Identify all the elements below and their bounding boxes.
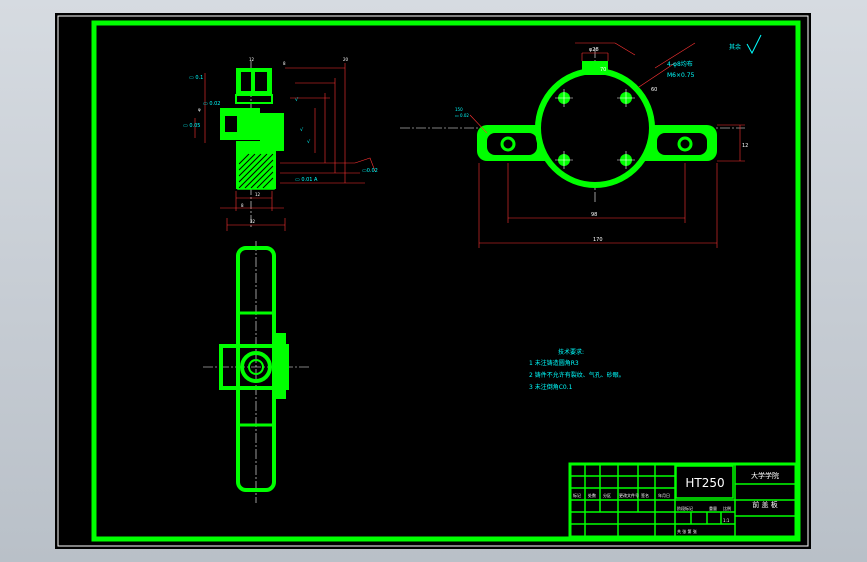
top-hole-crosses bbox=[555, 89, 635, 169]
svg-text:签名: 签名 bbox=[641, 492, 649, 498]
svg-text:1:1: 1:1 bbox=[723, 518, 730, 523]
svg-text:更改文件号: 更改文件号 bbox=[619, 492, 639, 498]
side-hub-bore bbox=[248, 359, 264, 375]
svg-text:12: 12 bbox=[742, 143, 748, 149]
svg-text:32: 32 bbox=[250, 219, 256, 224]
svg-text:70: 70 bbox=[600, 67, 606, 73]
tech-req-line-1: 1 未注铸造圆角R3 bbox=[529, 359, 579, 367]
top-base-slot-right bbox=[657, 133, 707, 155]
roughness-symbol: 其余 bbox=[729, 34, 762, 55]
svg-text:▭ 0.05: ▭ 0.05 bbox=[183, 123, 200, 129]
svg-text:其余: 其余 bbox=[729, 43, 741, 51]
svg-text:年月日: 年月日 bbox=[658, 492, 670, 498]
svg-text:φ: φ bbox=[198, 107, 201, 112]
svg-text:60: 60 bbox=[651, 87, 657, 93]
svg-text:12: 12 bbox=[249, 57, 255, 62]
top-bolt-right bbox=[677, 136, 693, 152]
svg-text:▭ 0.01 A: ▭ 0.01 A bbox=[295, 177, 318, 183]
top-view[interactable]: φ28 98 170 12 70 60 4-φ8均布 M6×0.75 150 ▭… bbox=[400, 42, 748, 248]
svg-text:▭ 0.02: ▭ 0.02 bbox=[203, 101, 220, 107]
svg-text:170: 170 bbox=[593, 237, 603, 243]
svg-text:√: √ bbox=[295, 97, 299, 103]
side-hub-ring bbox=[240, 351, 272, 383]
svg-text:处数: 处数 bbox=[588, 492, 596, 498]
svg-text:φ28: φ28 bbox=[589, 47, 599, 53]
technical-requirements: 技术要求: 1 未注铸造圆角R3 2 铸件不允许有裂纹、气孔、砂眼。 3 未注倒… bbox=[529, 348, 625, 391]
svg-text:重量: 重量 bbox=[709, 505, 717, 511]
section-top-cavity bbox=[241, 72, 251, 91]
svg-text:分区: 分区 bbox=[603, 492, 611, 498]
svg-text:共 张 第 张: 共 张 第 张 bbox=[677, 528, 697, 534]
svg-text:标记: 标记 bbox=[573, 492, 581, 498]
side-hub bbox=[219, 344, 289, 390]
material-label: HT250 bbox=[685, 476, 724, 490]
top-hole-notes: 4-φ8均布 M6×0.75 150 ▭ 0.02 bbox=[455, 60, 695, 118]
top-dimensions bbox=[469, 42, 745, 248]
svg-text:20: 20 bbox=[343, 57, 349, 62]
svg-text:98: 98 bbox=[591, 212, 597, 218]
svg-text:阶段标记: 阶段标记 bbox=[677, 505, 693, 511]
title-block-row-labels: 标记 处数 分区 更改文件号 签名 年月日 阶段标记 重量 比例 1:1 共 张… bbox=[573, 492, 731, 534]
section-view[interactable]: ▭ 0.1 ▭ 0.02 ▭ 0.05 √ √ √ ▭ 0.01 A ▭0.02… bbox=[183, 57, 378, 231]
top-dim-labels: φ28 98 170 12 70 60 bbox=[589, 47, 748, 243]
svg-text:4-φ8均布: 4-φ8均布 bbox=[667, 60, 693, 68]
side-view[interactable] bbox=[203, 241, 311, 503]
side-boss bbox=[274, 333, 286, 399]
svg-text:▭ 0.02: ▭ 0.02 bbox=[455, 113, 469, 118]
svg-text:8: 8 bbox=[283, 61, 286, 66]
drawing-frame bbox=[91, 20, 801, 542]
top-bolt-left bbox=[500, 136, 516, 152]
svg-text:12: 12 bbox=[255, 192, 261, 197]
svg-text:▭0.02: ▭0.02 bbox=[362, 168, 378, 174]
tech-req-title: 技术要求: bbox=[558, 348, 584, 356]
title-block[interactable]: HT250 大学学院 前 盖 板 标记 处数 分区 更改文件号 签名 年月日 阶… bbox=[568, 462, 798, 539]
svg-text:150: 150 bbox=[455, 107, 463, 112]
section-dim-labels: 12 8 12 32 8 20 φ bbox=[198, 57, 349, 224]
svg-text:√: √ bbox=[307, 139, 311, 145]
svg-text:8: 8 bbox=[241, 203, 244, 208]
svg-text:▭ 0.1: ▭ 0.1 bbox=[189, 75, 203, 81]
drawing-canvas[interactable]: ▭ 0.1 ▭ 0.02 ▭ 0.05 √ √ √ ▭ 0.01 A ▭0.02… bbox=[55, 13, 811, 549]
section-annotations: ▭ 0.1 ▭ 0.02 ▭ 0.05 √ √ √ ▭ 0.01 A ▭0.02 bbox=[183, 75, 378, 183]
section-hatch-outline bbox=[237, 152, 275, 190]
part-name: 前 盖 板 bbox=[752, 500, 777, 509]
svg-text:比例: 比例 bbox=[723, 505, 731, 511]
school-name: 大学学院 bbox=[751, 471, 779, 480]
svg-text:√: √ bbox=[300, 127, 304, 133]
top-tab bbox=[582, 61, 608, 75]
section-dimensions bbox=[194, 63, 376, 231]
material-box bbox=[675, 465, 734, 499]
section-bore bbox=[225, 116, 237, 132]
tech-req-line-3: 3 未注倒角C0.1 bbox=[529, 383, 573, 391]
tech-req-line-2: 2 铸件不允许有裂纹、气孔、砂眼。 bbox=[529, 371, 625, 379]
top-base-slot-left bbox=[487, 133, 537, 155]
outer-border bbox=[57, 15, 809, 547]
svg-text:M6×0.75: M6×0.75 bbox=[667, 72, 695, 79]
title-block-grid bbox=[570, 464, 796, 537]
section-hatch bbox=[238, 153, 274, 189]
top-main-circle bbox=[535, 68, 655, 188]
section-flange bbox=[235, 94, 273, 104]
cad-drawing: ▭ 0.1 ▭ 0.02 ▭ 0.05 √ √ √ ▭ 0.01 A ▭0.02… bbox=[57, 15, 809, 547]
section-top-cavity-2 bbox=[255, 72, 267, 91]
